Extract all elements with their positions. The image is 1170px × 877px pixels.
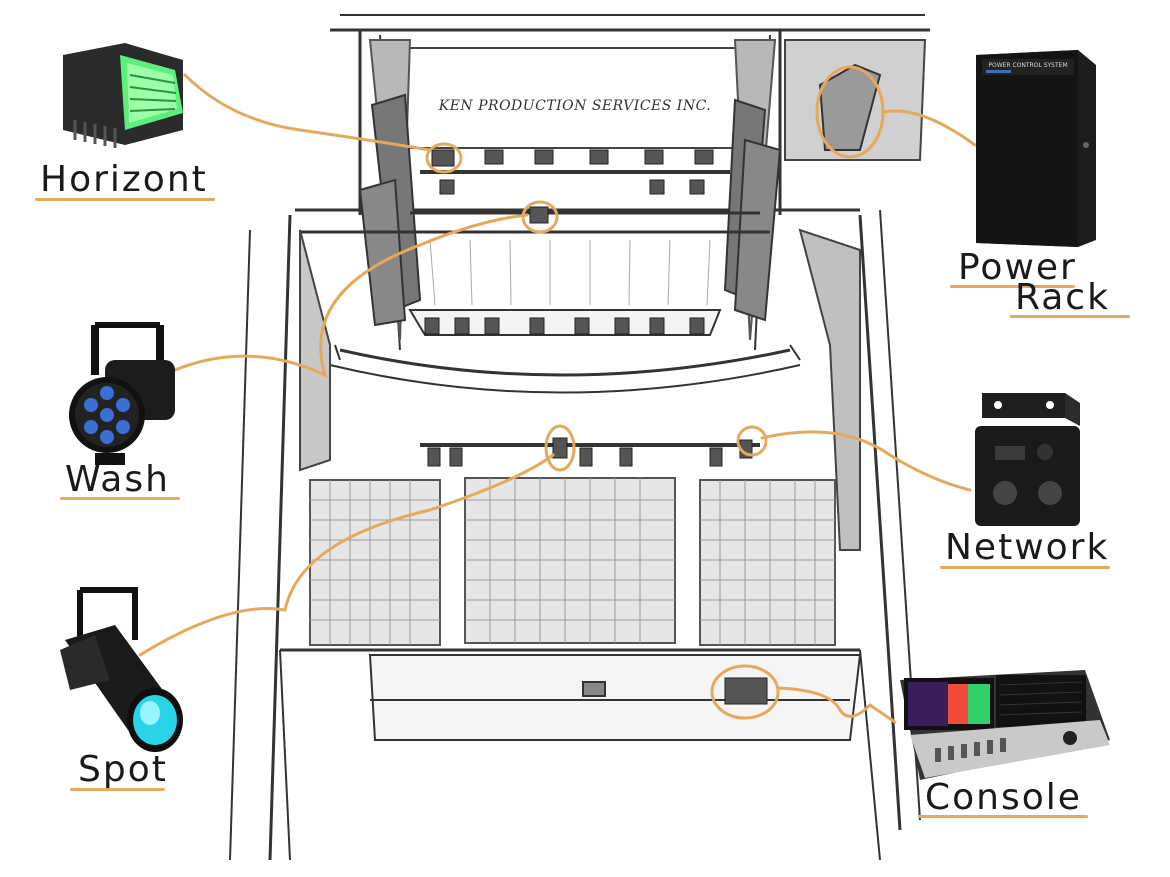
- underline-rack: [1010, 315, 1130, 318]
- lighting-console-icon: [900, 670, 1110, 780]
- network-node-icon: [975, 393, 1080, 526]
- callout-network: [760, 430, 972, 492]
- underline-network: [940, 566, 1110, 569]
- callout-power: [883, 109, 977, 147]
- underline-spot: [70, 788, 165, 791]
- callout-spot: [138, 453, 555, 657]
- led-wash-icon: [69, 322, 175, 465]
- label-network: Network: [945, 527, 1110, 568]
- label-power: Power: [958, 247, 1077, 288]
- label-spot: Spot: [78, 749, 168, 790]
- cyc-light-icon: [63, 43, 183, 148]
- callout-horizont: [183, 73, 432, 152]
- underline-power: [950, 285, 1075, 288]
- label-rack: Rack: [1015, 277, 1110, 318]
- callout-wash: [173, 213, 529, 378]
- label-wash: Wash: [65, 459, 170, 500]
- label-horizont: Horizont: [40, 159, 208, 200]
- callout-console: [776, 686, 897, 724]
- banner-text: KEN PRODUCTION SERVICES INC.: [438, 98, 712, 114]
- underline-horizont: [35, 198, 215, 201]
- underline-console: [918, 815, 1088, 818]
- power-rack-icon: POWER CONTROL SYSTEM: [976, 50, 1096, 247]
- underline-wash: [60, 497, 180, 500]
- rack-panel-title: POWER CONTROL SYSTEM: [988, 62, 1067, 69]
- ellipsoidal-spot-icon: [60, 587, 183, 752]
- label-console: Console: [925, 777, 1082, 818]
